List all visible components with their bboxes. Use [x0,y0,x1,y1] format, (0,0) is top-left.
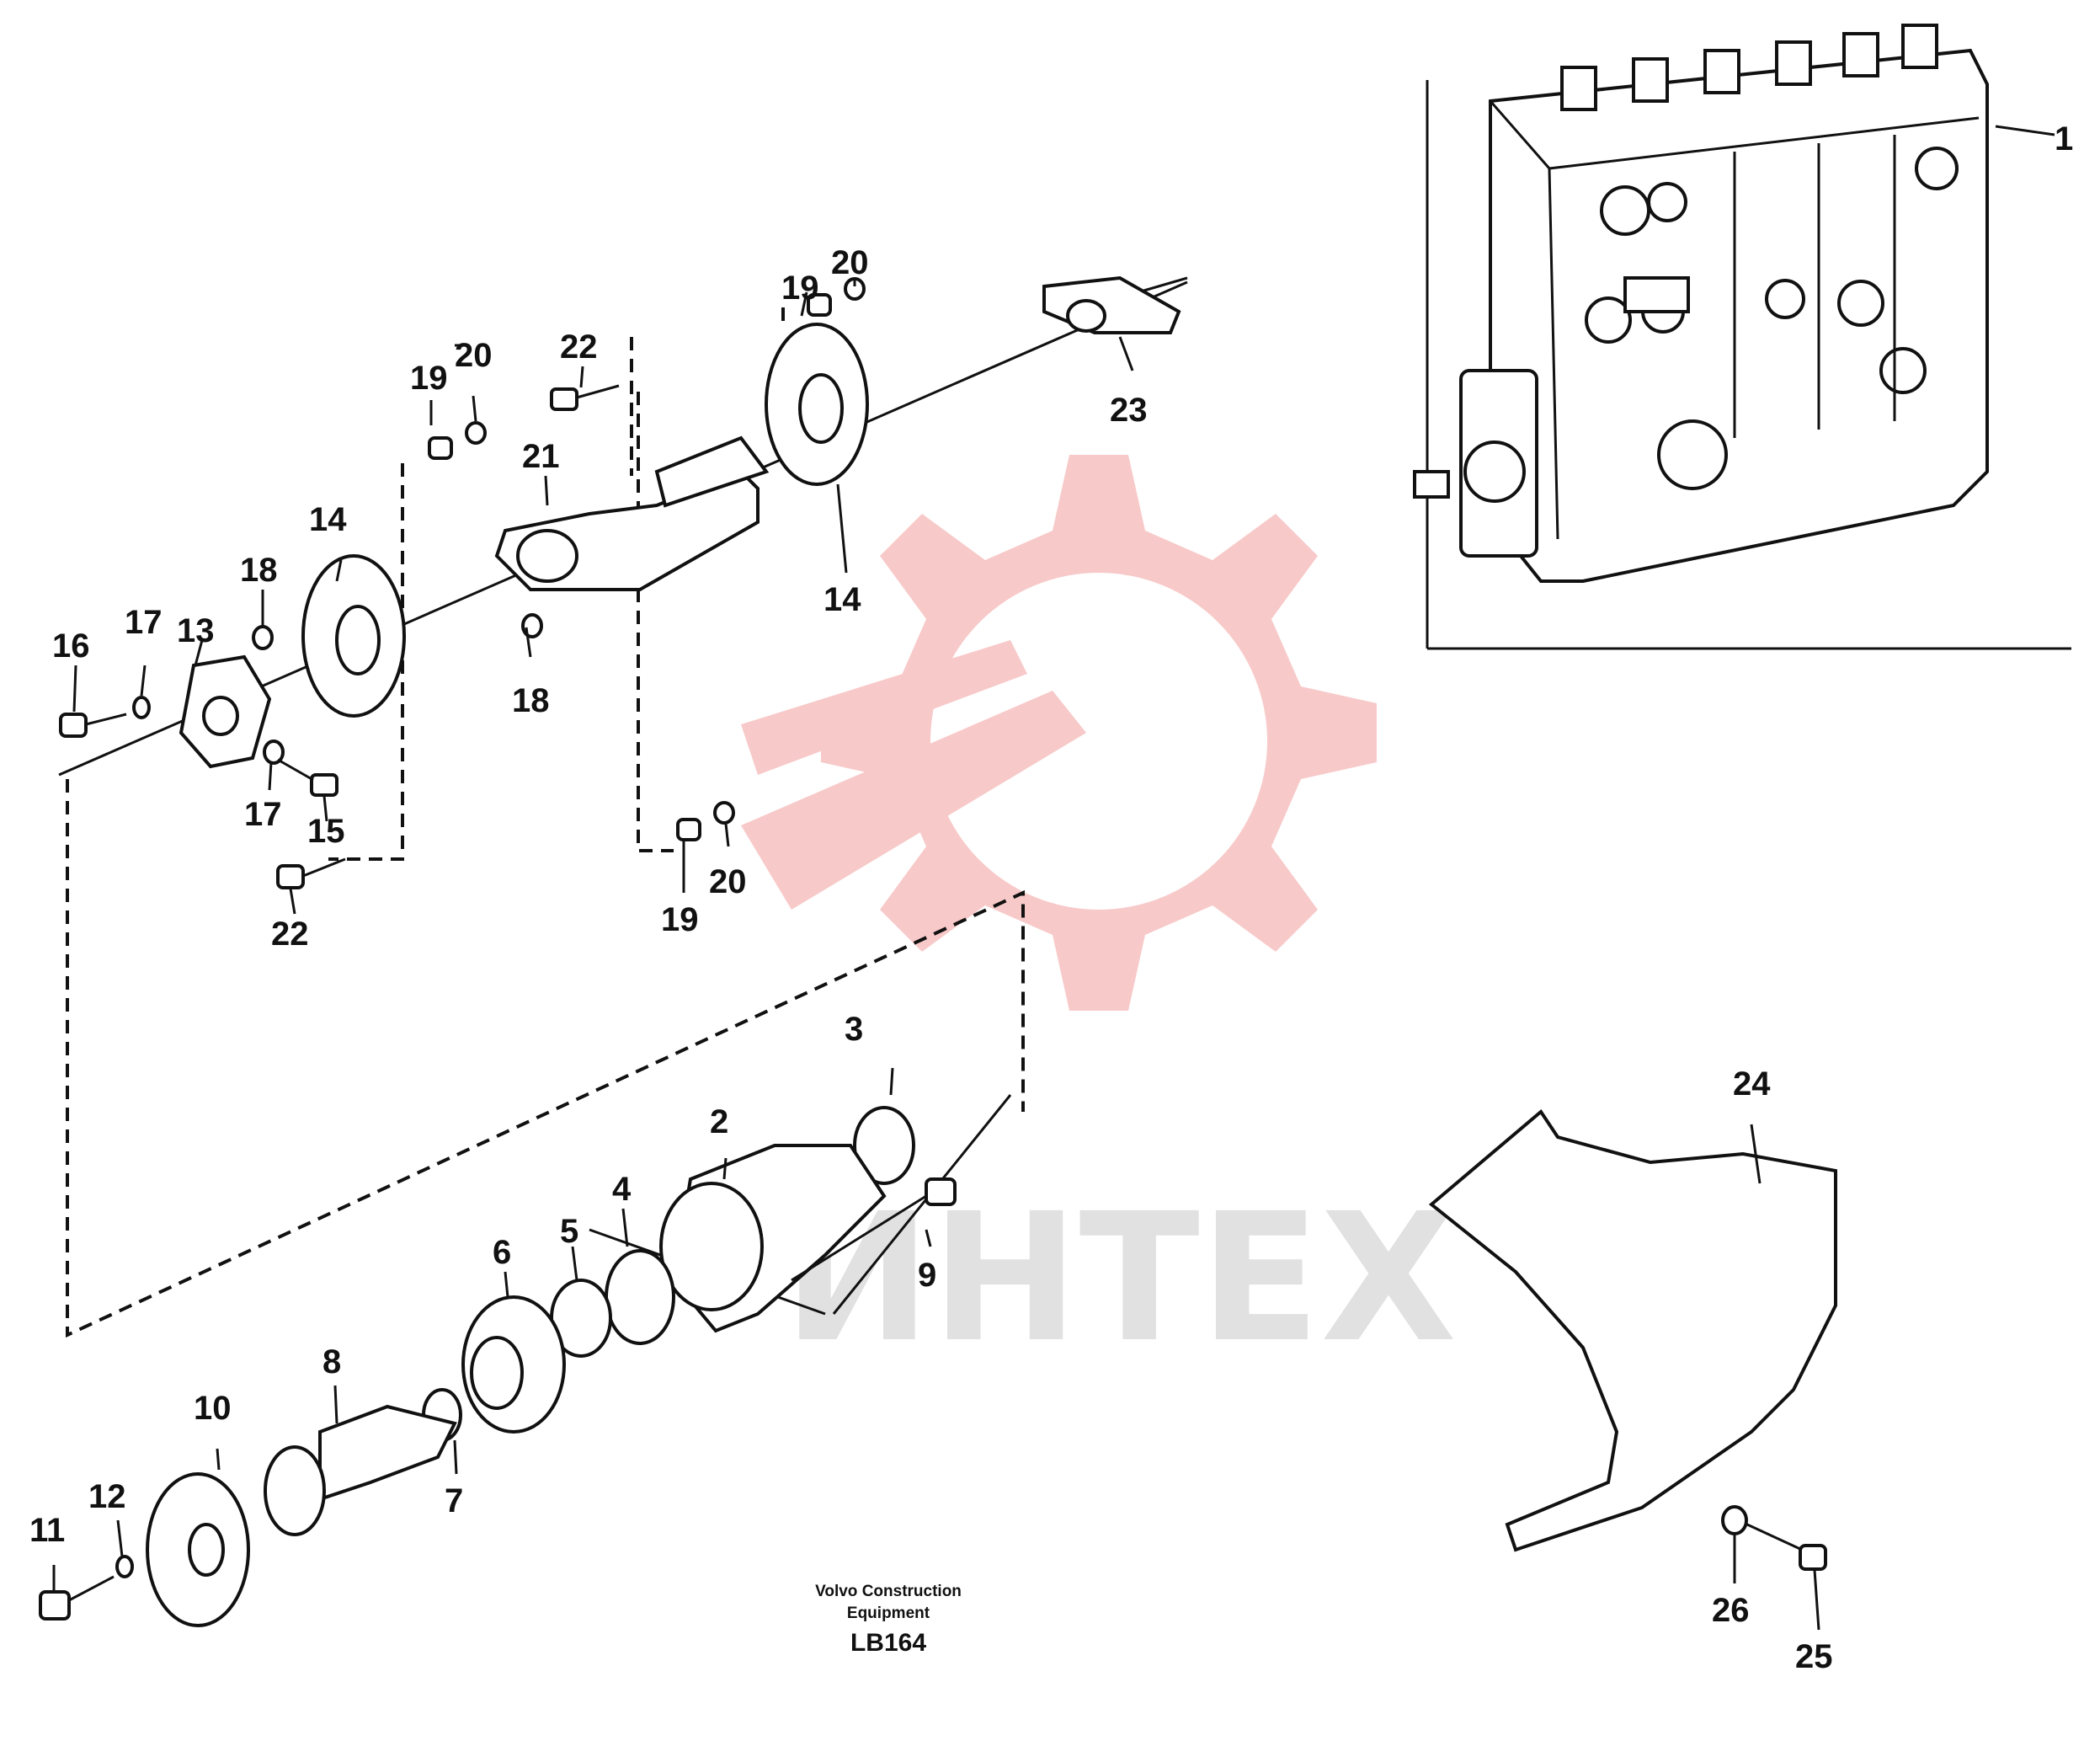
callout-19-c: 19 [661,901,699,938]
callout-23: 23 [1110,392,1148,429]
callout-4: 4 [612,1171,632,1208]
callout-18-left: 18 [240,552,278,589]
callout-15: 15 [307,813,345,850]
lower-shaft-assembly [39,1106,957,1627]
callout-26: 26 [1712,1592,1750,1629]
callout-7: 7 [445,1482,463,1519]
mid-assembly-parts [59,275,1181,889]
callout-9: 9 [918,1257,936,1294]
callout-22-top: 22 [560,328,598,366]
callout-3: 3 [845,1011,863,1048]
callout-5: 5 [560,1213,578,1250]
dashed-assembly-lines [66,307,1025,1338]
callout-24: 24 [1733,1065,1771,1103]
callout-10: 10 [194,1390,232,1427]
footer-brand-line1: Volvo Construction [815,1583,962,1600]
watermark-text: ИНТЕХ [783,1175,1457,1381]
injection-pump-illustration [1413,24,1989,583]
callout-14-right: 14 [823,581,861,618]
callout-20-b: 20 [831,244,869,281]
callout-12: 12 [88,1478,126,1515]
callout-19-a: 19 [410,360,448,397]
cover-plate-illustration [1428,1109,1837,1571]
callout-1: 1 [2055,120,2073,158]
inset-frame [1426,80,2071,650]
callout-6: 6 [493,1234,511,1271]
callout-labels: 1 2 3 4 5 6 7 8 9 10 11 12 13 14 14 15 1… [29,120,2073,1675]
callout-17-bottom: 17 [244,796,282,833]
footer-diagram-code: LB164 [850,1629,926,1657]
pump-outlet-fittings [1560,24,1938,111]
callout-20-c: 20 [709,863,747,900]
watermark: ИНТЕХ [741,455,1457,1381]
watermark-gear-icon [741,455,1377,1011]
footer: Volvo Construction Equipment LB164 [815,1583,962,1657]
callout-17-top: 17 [125,604,163,641]
callout-2: 2 [710,1103,728,1140]
callout-11: 11 [29,1512,65,1549]
callout-16: 16 [52,627,90,665]
footer-brand-line2: Equipment [847,1605,930,1622]
callout-19-b: 19 [781,270,819,307]
callout-22-bottom: 22 [271,916,309,953]
callout-8: 8 [322,1343,341,1380]
callout-18-right: 18 [512,682,550,719]
callout-25: 25 [1795,1638,1833,1675]
callout-14-left: 14 [309,501,347,538]
callout-21: 21 [522,438,560,475]
callout-leaders [52,125,2055,1631]
callout-13: 13 [177,612,215,649]
callout-20-a: 20 [455,337,493,374]
